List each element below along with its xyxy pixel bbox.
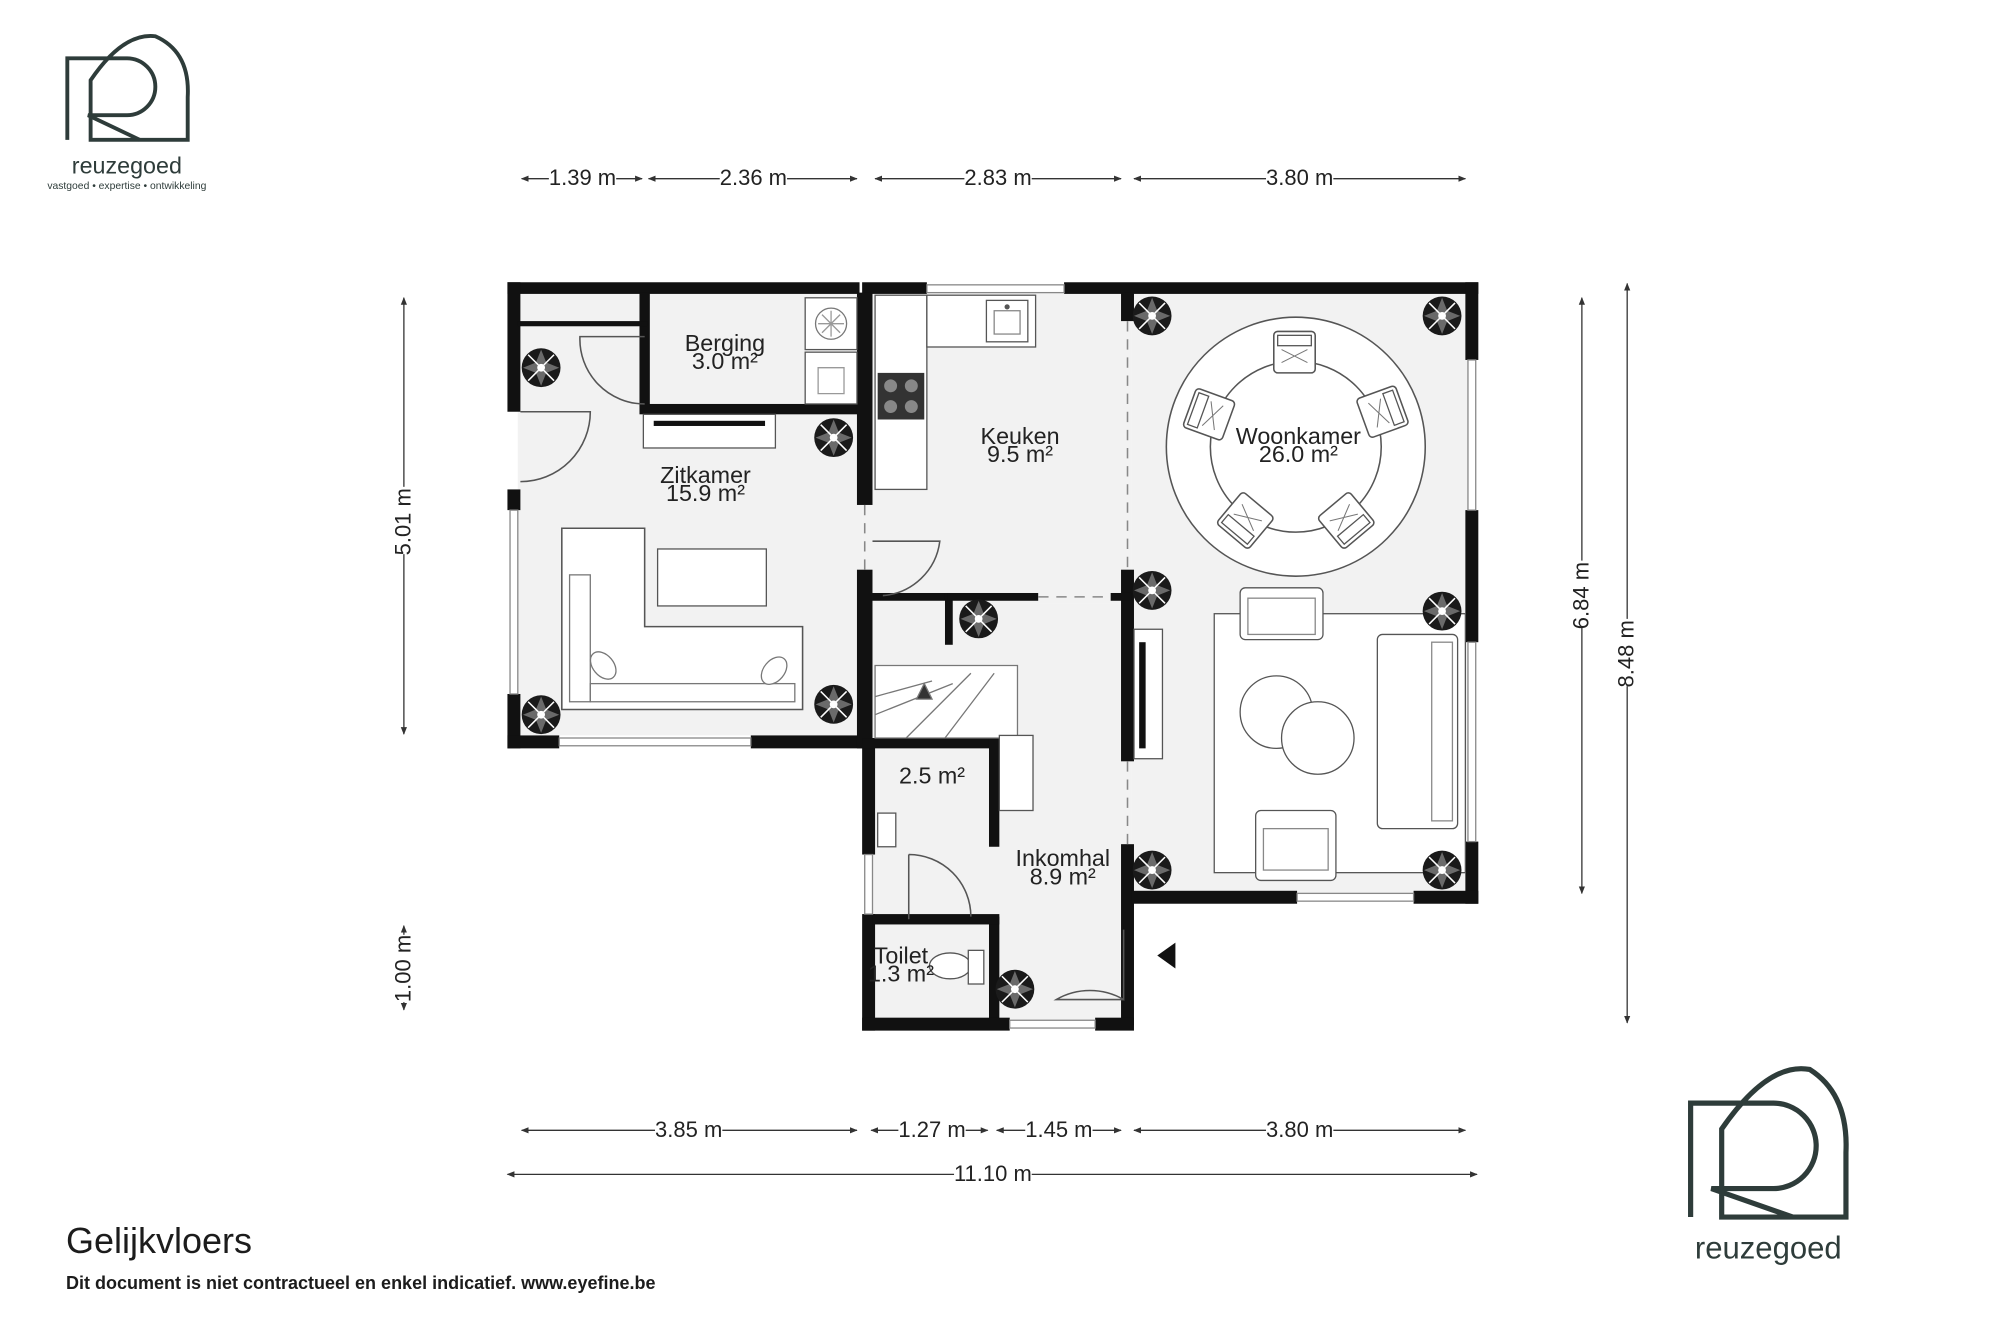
room-area-toilet: 1.3 m²: [868, 960, 934, 986]
room-area-woonkamer: 26.0 m²: [1259, 441, 1338, 467]
logo-top-name: reuzegoed: [72, 152, 182, 178]
room-name-inkomhal: Inkomhal: [1016, 845, 1111, 871]
dim-bottom-3: 1.45 m: [1025, 1117, 1092, 1142]
room-area-zitkamer: 15.9 m²: [666, 480, 745, 506]
windows: [509, 284, 1477, 1029]
sink-icon: [985, 299, 1029, 343]
dining-table: [1165, 316, 1427, 577]
tv-cabinet: [642, 413, 777, 449]
logo-bottom: reuzegoed: [1688, 1066, 1849, 1265]
dim-left-1: 5.01 m: [390, 488, 415, 555]
stove-icon: [877, 372, 925, 420]
room-name-toilet: Toilet: [874, 942, 929, 968]
entrance-arrow-icon: [1157, 942, 1176, 969]
document-title: Gelijkvloers: [66, 1220, 253, 1261]
room-name-keuken: Keuken: [981, 423, 1060, 449]
dim-right-2: 8.48 m: [1614, 620, 1639, 687]
sofa-icon: [1376, 633, 1459, 830]
doors: [520, 335, 1125, 1001]
sink-icon: [877, 812, 897, 848]
dim-total: 11.10 m: [954, 1161, 1032, 1186]
document-disclaimer: Dit document is niet contractueel en enk…: [66, 1273, 656, 1293]
toilet-icon: [928, 949, 985, 985]
room-name-woonkamer: Woonkamer: [1236, 423, 1361, 449]
dim-left-2: 1.00 m: [390, 935, 415, 1002]
dim-top-3: 2.83 m: [964, 165, 1031, 190]
sofa-icon: [561, 527, 804, 711]
logo-top-tagline: vastgoed • expertise • ontwikkeling: [47, 181, 206, 192]
room-area-berging: 3.0 m²: [692, 348, 758, 374]
washing-machine: [804, 297, 858, 351]
room-name-zitkamer: Zitkamer: [660, 462, 751, 488]
hall-cabinet: [998, 734, 1034, 812]
dim-bottom-1: 3.85 m: [655, 1117, 722, 1142]
room-area-keuken: 9.5 m²: [987, 441, 1053, 467]
dim-bottom-4: 3.80 m: [1266, 1117, 1333, 1142]
dim-top-2: 2.36 m: [720, 165, 787, 190]
dim-right-1: 6.84 m: [1568, 562, 1593, 629]
room-area-berging2: 2.5 m²: [899, 762, 965, 788]
openings: [863, 321, 1129, 845]
dim-top-4: 3.80 m: [1266, 165, 1333, 190]
logo-top: reuzegoed vastgoed • expertise • ontwikk…: [47, 34, 207, 192]
dryer: [804, 351, 858, 405]
dim-top-1: 1.39 m: [549, 165, 616, 190]
armchair-icon: [1255, 809, 1337, 882]
tv-unit: [1133, 628, 1164, 760]
walls: [507, 282, 1479, 1031]
room-area-inkomhal: 8.9 m²: [1030, 863, 1096, 889]
room-name-berging: Berging: [685, 330, 765, 356]
logo-bottom-name: reuzegoed: [1695, 1230, 1842, 1265]
stairs: [874, 664, 1019, 739]
armchair-icon: [1239, 587, 1324, 641]
dim-bottom-2: 1.27 m: [898, 1117, 965, 1142]
